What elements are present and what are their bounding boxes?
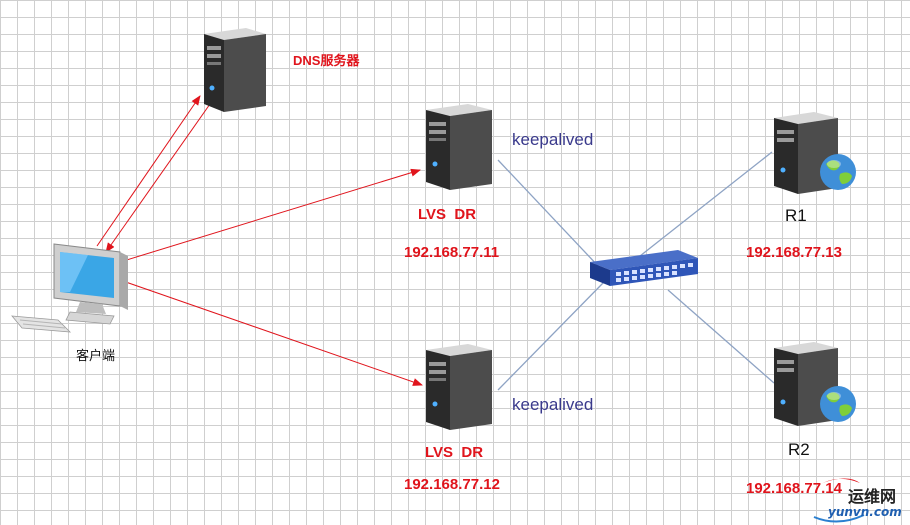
client-pc-node [11,243,128,333]
server-icon [426,104,492,190]
globe-icon [820,386,856,422]
dns-server-node [204,28,266,112]
edge-lvs2-switch [497,281,605,391]
edge-dns-client [105,103,211,253]
edge-client-lvs2 [119,279,423,386]
edge-switch-r2 [667,289,775,384]
lvs2-ip-label: 192.168.77.12 [404,476,500,493]
lvs1-ip-label: 192.168.77.11 [404,244,500,261]
dns-server-label: DNS服务器 [293,53,360,68]
globe-icon [820,154,856,190]
edge-lvs1-switch [497,159,601,269]
keepalived-label-top: keepalived [512,130,594,149]
network-switch-icon [590,250,698,286]
watermark-title: 运维网 [848,487,897,506]
watermark: 运维网 yunvn.com [756,477,906,523]
edge-switch-r1 [639,151,773,257]
keepalived-label-bottom: keepalived [512,395,594,414]
r2-server-node [774,342,856,426]
server-icon [204,28,266,112]
server-icon [426,344,492,430]
r1-ip-label: 192.168.77.13 [746,244,842,261]
lvs1-label: LVS DR [418,206,477,223]
client-label: 客户端 [76,348,116,363]
watermark-url: yunvn.com [828,505,902,519]
edge-client-lvs1 [119,168,421,263]
network-switch-node [590,250,698,286]
watermark-logo-icon [813,478,865,523]
r1-label: R1 [785,206,807,225]
server-icon [774,112,838,194]
lvs2-server-node [426,344,492,430]
r1-server-node [774,112,856,194]
lvs2-label: LVS DR [425,444,484,461]
r2-ip-label: 192.168.77.14 [746,480,842,497]
lvs1-server-node [426,104,492,190]
r2-label: R2 [788,440,810,459]
edge-client-dns [96,95,201,247]
desktop-computer-icon [11,243,128,333]
